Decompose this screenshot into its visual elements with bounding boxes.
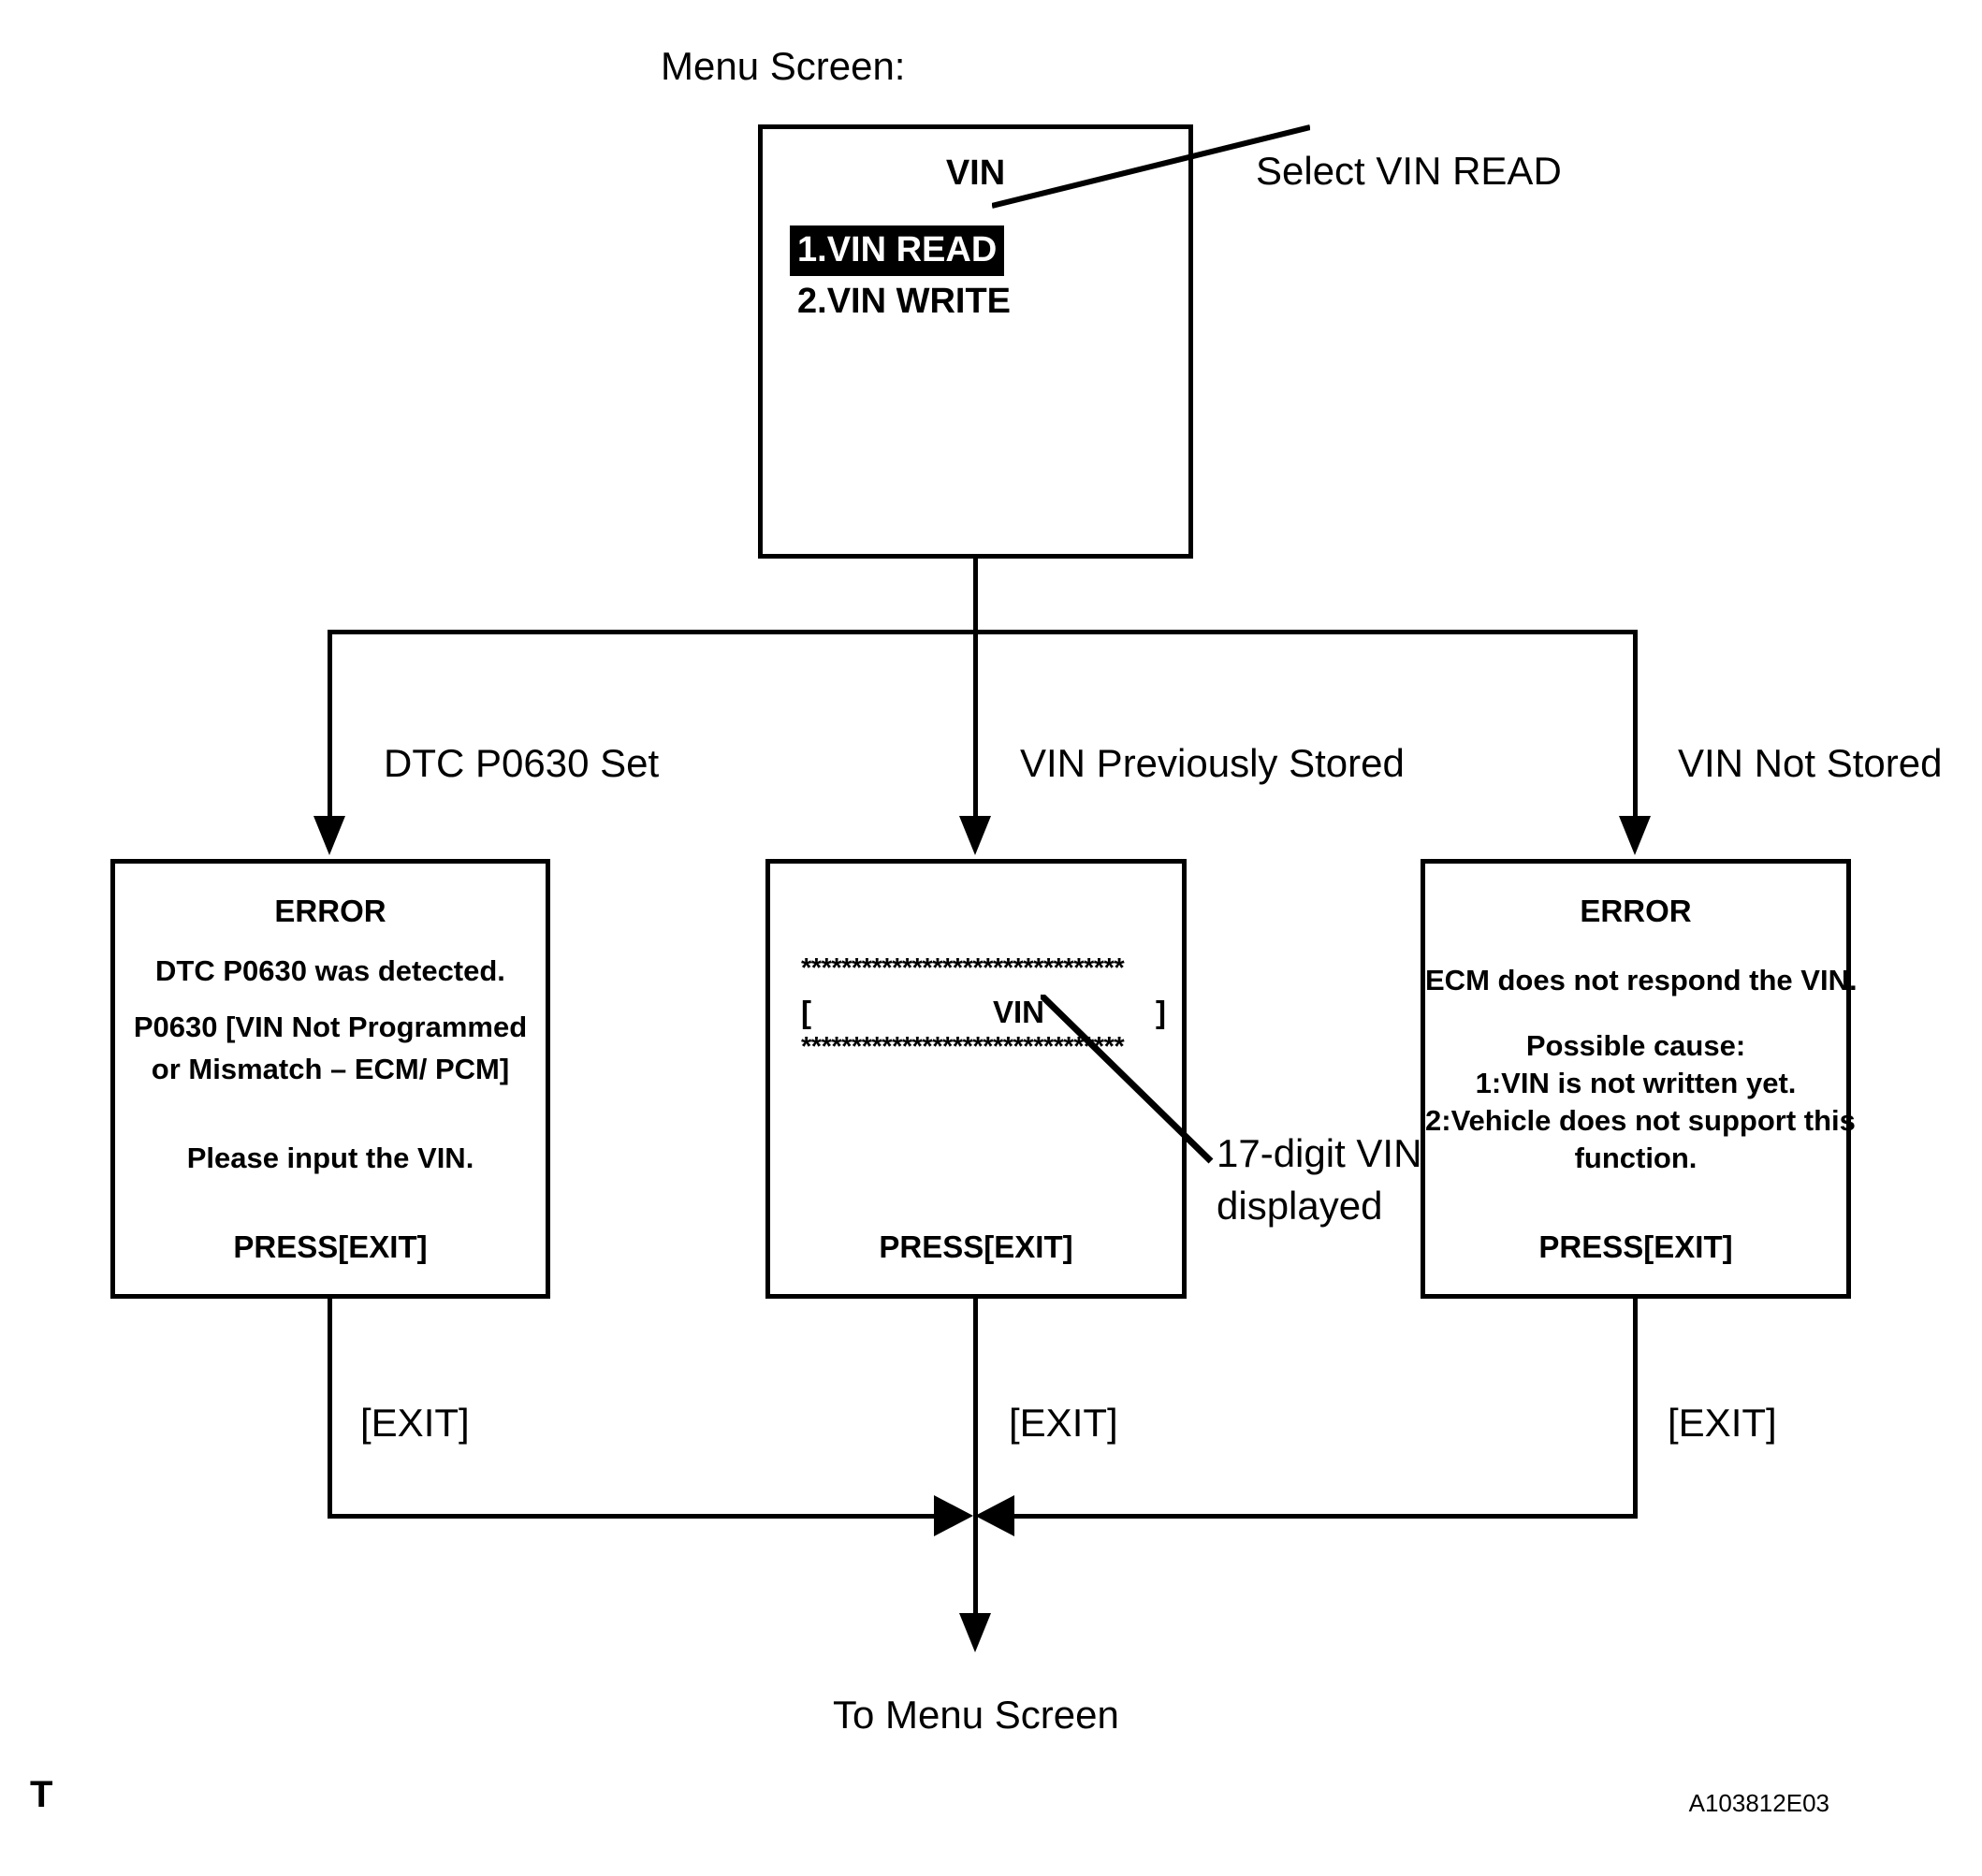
arrowhead-right-branch	[1619, 816, 1651, 855]
branch-label-vin-previously-stored: VIN Previously Stored	[1020, 741, 1405, 785]
branch-label-vin-not-stored: VIN Not Stored	[1678, 741, 1943, 785]
select-vin-read-leader-line	[992, 124, 1310, 209]
select-vin-read-callout: Select VIN READ	[1256, 149, 1562, 193]
no-vin-error-line-2: Possible cause:	[1525, 1029, 1746, 1062]
exit-label-left: [EXIT]	[360, 1401, 470, 1445]
arrowhead-to-menu-screen	[959, 1613, 991, 1652]
no-vin-error-line-1: ECM does not respond the VIN.	[1425, 964, 1858, 996]
vin-bracket-open: [	[801, 995, 811, 1029]
vin-placeholder-text: VIN	[992, 995, 1044, 1029]
connector-right-exit-across	[1001, 1514, 1638, 1519]
arrowhead-left-branch	[313, 816, 345, 855]
vin-display-callout-line-1: 17-digit VIN	[1217, 1131, 1422, 1175]
vin-display-stars-bottom: ********************************	[801, 1034, 1125, 1061]
vin-display-leader-line	[1041, 995, 1214, 1164]
vin-bracket-close: ]	[1155, 995, 1166, 1029]
no-vin-error-screen-box: ERROR ECM does not respond the VIN. Poss…	[1421, 859, 1858, 1299]
exit-label-right: [EXIT]	[1668, 1401, 1777, 1445]
vin-display-footer: PRESS[EXIT]	[879, 1229, 1073, 1264]
dtc-error-line-3: or Mismatch – ECM/ PCM]	[151, 1053, 510, 1085]
arrowhead-middle-branch	[959, 816, 991, 855]
no-vin-error-heading: ERROR	[1580, 894, 1692, 928]
vin-display-callout-line-2: displayed	[1217, 1184, 1383, 1228]
vin-display-value-row: [ VIN ]	[801, 995, 1166, 1030]
arrowhead-right-exit-merge	[975, 1495, 1014, 1536]
no-vin-error-line-4: 2:Vehicle does not support this	[1425, 1104, 1856, 1137]
vin-display-stars-top: ********************************	[801, 955, 1125, 982]
connector-middle-exit-down	[973, 1299, 978, 1617]
branch-label-dtc-p0630-set: DTC P0630 Set	[384, 741, 660, 785]
page-corner-mark: T	[30, 1774, 53, 1815]
connector-right-exit-down	[1633, 1299, 1638, 1519]
dtc-error-screen-box: ERROR DTC P0630 was detected. P0630 [VIN…	[110, 859, 550, 1299]
no-vin-error-line-3: 1:VIN is not written yet.	[1475, 1067, 1797, 1099]
branch-distribution-bar	[328, 630, 1638, 634]
menu-screen-box: VIN 1.VIN READ 2.VIN WRITE	[758, 124, 1193, 559]
menu-screen-title: VIN	[945, 153, 1006, 193]
menu-screen-caption: Menu Screen:	[661, 44, 906, 88]
arrowhead-left-exit-merge	[934, 1495, 973, 1536]
no-vin-error-footer: PRESS[EXIT]	[1538, 1229, 1733, 1264]
menu-item-vin-read[interactable]: 1.VIN READ	[790, 225, 1005, 276]
dtc-error-footer: PRESS[EXIT]	[233, 1229, 428, 1264]
no-vin-error-line-5: function.	[1574, 1142, 1698, 1174]
connector-bar-to-left-box	[328, 630, 332, 817]
exit-label-middle: [EXIT]	[1009, 1401, 1118, 1445]
menu-item-vin-write[interactable]: 2.VIN WRITE	[797, 282, 1012, 321]
dtc-error-heading: ERROR	[274, 894, 386, 928]
figure-code: A103812E03	[1688, 1789, 1829, 1817]
connector-bar-to-middle-box	[973, 630, 978, 817]
dtc-error-line-2: P0630 [VIN Not Programmed	[133, 1011, 528, 1043]
connector-bar-to-right-box	[1633, 630, 1638, 817]
connector-menu-to-bar	[973, 559, 978, 632]
dtc-error-line-1: DTC P0630 was detected.	[155, 954, 505, 987]
vin-display-screen-box: ******************************** [ VIN ]…	[765, 859, 1187, 1299]
dtc-error-line-4: Please input the VIN.	[186, 1142, 474, 1174]
connector-left-exit-down	[328, 1299, 332, 1519]
connector-left-exit-across	[328, 1514, 945, 1519]
terminal-label-to-menu-screen: To Menu Screen	[833, 1693, 1119, 1737]
